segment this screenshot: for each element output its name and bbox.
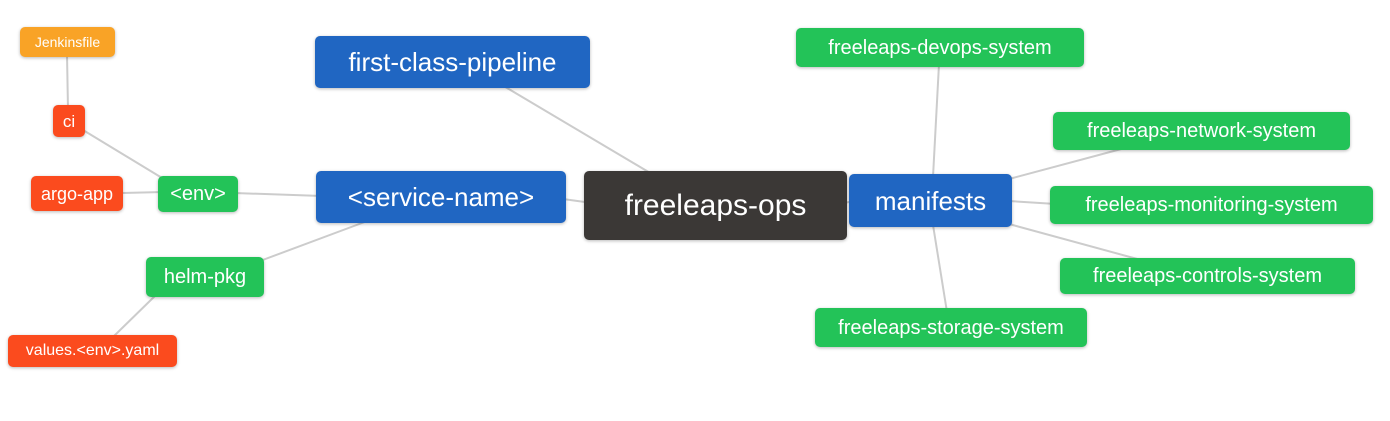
node-helm-pkg[interactable]: helm-pkg (146, 257, 264, 297)
node-freeleaps-storage-system[interactable]: freeleaps-storage-system (815, 308, 1087, 347)
node-service-name[interactable]: <service-name> (316, 171, 566, 223)
node-freeleaps-controls-system[interactable]: freeleaps-controls-system (1060, 258, 1355, 294)
node-manifests[interactable]: manifests (849, 174, 1012, 227)
node-values-env-yaml[interactable]: values.<env>.yaml (8, 335, 177, 367)
node-freeleaps-monitoring-system[interactable]: freeleaps-monitoring-system (1050, 186, 1373, 224)
edge-ci-to-env (82, 129, 173, 185)
edge-manifests-to-freeleaps-storage-system (932, 224, 948, 313)
edge-manifests-to-freeleaps-devops-system (932, 63, 940, 178)
edge-manifests-to-freeleaps-network-system (1008, 147, 1126, 180)
edge-helm-pkg-to-service-name (259, 219, 371, 262)
edge-manifests-to-freeleaps-monitoring-system (1008, 200, 1057, 205)
node-freeleaps-network-system[interactable]: freeleaps-network-system (1053, 112, 1350, 150)
edge-jenkinsfile-to-ci (66, 53, 69, 111)
edge-env-to-service-name (233, 192, 323, 197)
edge-first-class-pipeline-to-freeleaps-ops (501, 84, 663, 181)
edge-manifests-to-freeleaps-controls-system (1008, 223, 1142, 261)
edge-values-env-yaml-to-helm-pkg (112, 292, 159, 338)
node-freeleaps-ops[interactable]: freeleaps-ops (584, 171, 847, 240)
edge-argo-app-to-env (119, 191, 165, 194)
node-first-class-pipeline[interactable]: first-class-pipeline (315, 36, 590, 88)
node-env[interactable]: <env> (158, 176, 238, 212)
node-ci[interactable]: ci (53, 105, 85, 137)
node-freeleaps-devops-system[interactable]: freeleaps-devops-system (796, 28, 1084, 67)
node-argo-app[interactable]: argo-app (31, 176, 123, 211)
node-jenkinsfile[interactable]: Jenkinsfile (20, 27, 115, 57)
